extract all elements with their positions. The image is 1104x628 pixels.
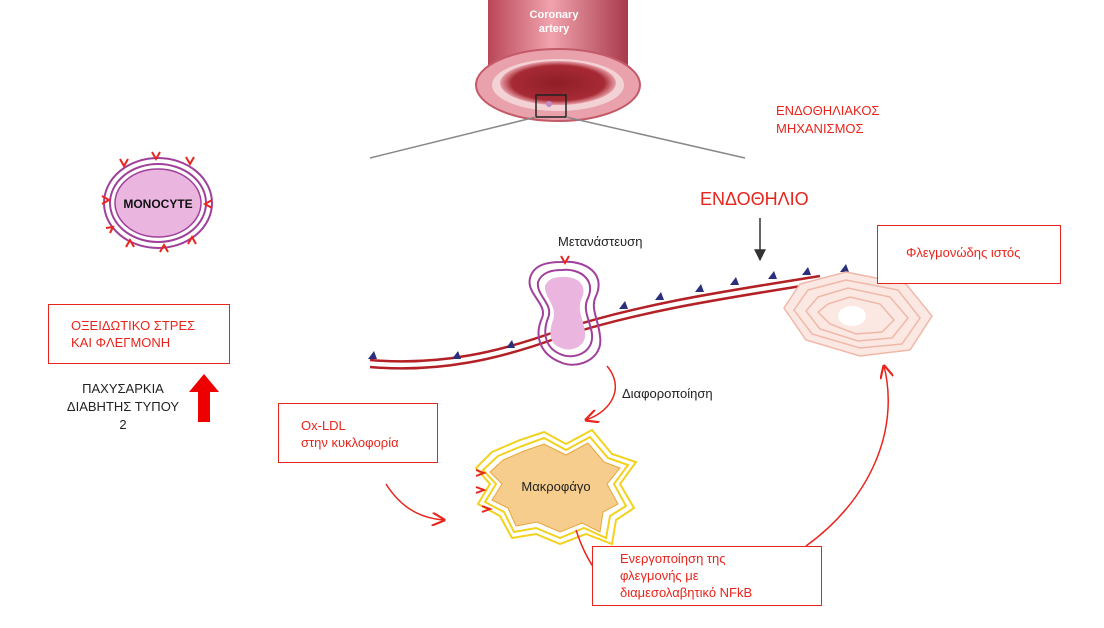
risk-factors-label: ΠΑΧΥΣΑΡΚΙΑ ΔΙΑΒΗΤΗΣ ΤΥΠΟΥ 2 xyxy=(62,380,184,434)
oxldl-box: Ox-LDL στην κυκλοφορία xyxy=(278,403,438,463)
endothelial-mechanism-label: ΕΝΔΟΘΗΛΙΑΚΟΣ ΜΗΧΑΝΙΣΜΟΣ xyxy=(776,102,879,138)
inflamed-tissue-box: Φλεγμονώδης ιστός xyxy=(877,225,1061,284)
inflamed-tissue-blob xyxy=(783,271,933,357)
endothelium-receptors xyxy=(368,264,849,359)
risk-factor-diabetes: ΔΙΑΒΗΤΗΣ ΤΥΠΟΥ 2 xyxy=(66,399,180,432)
differentiation-arrow xyxy=(586,365,617,420)
oxldl-line2: στην κυκλοφορία xyxy=(301,435,399,450)
nfkb-to-inflamed-tissue-arrow xyxy=(805,366,888,547)
coronary-artery xyxy=(369,0,746,159)
nfkb-line2: φλεγμονής με xyxy=(620,568,699,583)
differentiation-label: Διαφοροποίηση xyxy=(622,386,713,401)
inflamed-tissue-label: Φλεγμονώδης ιστός xyxy=(906,245,1021,260)
monocyte-cell xyxy=(101,151,213,253)
macrophage-label: Μακροφάγο xyxy=(521,479,590,494)
endothelial-mechanism-line2: ΜΗΧΑΝΙΣΜΟΣ xyxy=(776,121,864,136)
nfkb-line3: διαμεσολαβητικό NFkB xyxy=(620,585,753,600)
migrating-monocyte xyxy=(528,255,602,366)
oxidative-stress-box: ΟΞΕΙΔΩΤΙΚΟ ΣΤΡΕΣ ΚΑΙ ΦΛΕΓΜΟΝΗ xyxy=(48,304,230,364)
macrophage-cell xyxy=(474,428,638,546)
nfkb-activation-box: Ενεργοποίηση της φλεγμονής με διαμεσολαβ… xyxy=(592,546,822,606)
risk-factor-obesity: ΠΑΧΥΣΑΡΚΙΑ xyxy=(82,381,164,396)
monocyte-label: MONOCYTE xyxy=(123,197,192,211)
nfkb-line1: Ενεργοποίηση της xyxy=(620,551,726,566)
endothelial-mechanism-line1: ΕΝΔΟΘΗΛΙΑΚΟΣ xyxy=(776,103,880,118)
migration-label: Μετανάστευση xyxy=(558,234,643,249)
oxldl-to-macrophage-arrow xyxy=(385,483,444,520)
increase-arrow-icon xyxy=(189,374,219,422)
oxldl-line1: Ox-LDL xyxy=(301,418,346,433)
endothelium-title: ΕΝΔΟΘΗΛΙΟ xyxy=(700,189,809,209)
oxidative-stress-line1: ΟΞΕΙΔΩΤΙΚΟ ΣΤΡΕΣ xyxy=(71,318,196,333)
artery-label-line1: Coronary xyxy=(530,9,580,21)
artery-label-line2: artery xyxy=(539,23,570,35)
oxidative-stress-line2: ΚΑΙ ΦΛΕΓΜΟΝΗ xyxy=(71,335,171,350)
